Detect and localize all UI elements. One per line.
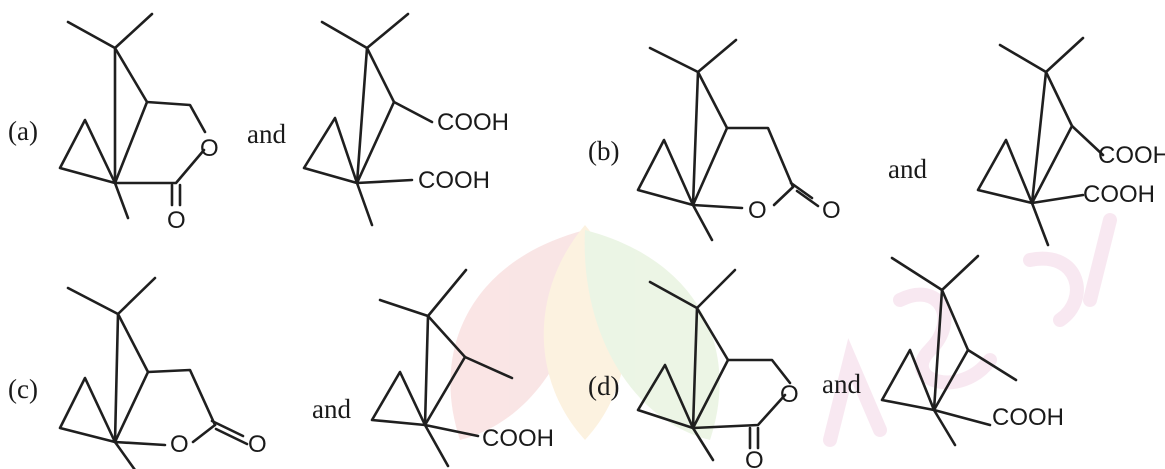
molecule-a1-carbonyl-oxygen: O <box>167 207 186 234</box>
option-label-b: (b) <box>588 136 619 166</box>
molecule-b2-acid-2: COOH <box>1083 181 1155 208</box>
molecule-b2-diacid <box>976 36 1105 247</box>
molecule-b2-acid-1: COOH <box>1098 142 1165 169</box>
molecule-a1-ring-oxygen: O <box>200 135 219 162</box>
watermark-letters <box>823 213 1117 447</box>
molecule-c1-ring-oxygen: O <box>170 431 189 458</box>
molecule-a2-acid-1: COOH <box>437 109 509 136</box>
molecule-a1-lactone <box>58 12 207 220</box>
watermark-logo <box>450 213 1117 447</box>
molecule-d2-monoacid <box>880 254 1018 447</box>
option-label-a: (a) <box>8 116 38 146</box>
connector-d: and <box>822 369 861 399</box>
molecule-c1-carbonyl-oxygen: O <box>248 431 267 458</box>
molecule-d1-carbonyl-oxygen: O <box>745 447 764 469</box>
watermark-petal-left <box>450 230 586 440</box>
molecule-d2-acid-1: COOH <box>992 404 1064 431</box>
connector-b: and <box>888 154 927 184</box>
molecule-a2-acid-2: COOH <box>418 167 490 194</box>
molecule-c2-acid-1: COOH <box>482 425 554 452</box>
molecule-a2-diacid <box>302 12 434 227</box>
molecule-b1-ring-oxygen: O <box>748 197 767 224</box>
molecule-d1-ring-oxygen: O <box>780 381 799 408</box>
molecule-b1-carbonyl-oxygen: O <box>822 197 841 224</box>
molecule-b1-lactone <box>636 38 820 242</box>
molecule-c1-lactone <box>58 276 249 469</box>
molecule-d1-lactone <box>636 268 792 462</box>
molecule-c2-monoacid <box>370 268 514 468</box>
option-label-d: (d) <box>588 371 619 401</box>
option-label-c: (c) <box>8 374 38 404</box>
connector-a: and <box>247 119 286 149</box>
watermark-petal-right <box>584 230 720 440</box>
connector-c: and <box>312 394 351 424</box>
